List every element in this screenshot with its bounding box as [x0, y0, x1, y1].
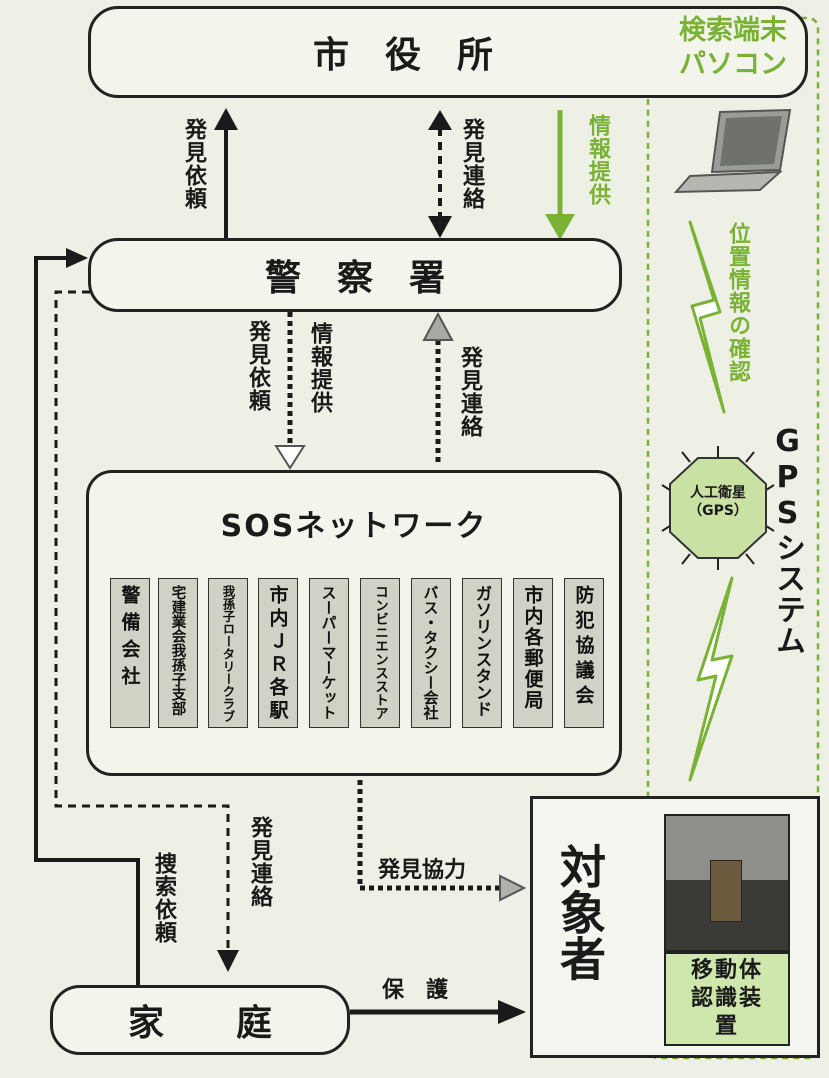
search-terminal-label: 検索端末 パソコン [679, 15, 787, 80]
target-label: 対象者 [553, 843, 607, 981]
gps-system-region [646, 16, 820, 1060]
city-hall-box: 市 役 所 [88, 6, 808, 98]
device-unit-icon [710, 860, 742, 922]
arrow-police-to-city-request [214, 108, 238, 238]
satellite-icon [661, 446, 775, 570]
label-sos-to-police-contact: 発見連絡 [457, 346, 482, 438]
arrow-home-protect [350, 1000, 526, 1024]
police-box: 警 察 署 [88, 238, 622, 312]
label-police-to-sos-info: 情報提供 [307, 322, 332, 414]
member-security-company: 警備会社 [110, 578, 150, 728]
member-gas-station: ガソリンスタンド [462, 578, 502, 728]
arrow-city-police-contact [428, 110, 452, 238]
member-real-estate-branch: 宅建業会我孫子支部 [158, 578, 198, 728]
device-photo [664, 814, 790, 952]
police-label: 警 察 署 [264, 258, 445, 299]
arrow-sos-cooperation [357, 780, 527, 902]
label-police-to-sos-request: 発見依頼 [245, 320, 270, 412]
label-home-search-request: 捜索依頼 [151, 852, 176, 944]
label-home-protect: 保 護 [382, 978, 449, 1003]
signal-bolt-upper-icon [688, 220, 726, 414]
label-police-to-city-request: 発見依頼 [181, 118, 206, 210]
arrow-police-to-sos [274, 312, 306, 470]
member-bus-taxi: バス・タクシー会社 [411, 578, 451, 728]
sos-network-title: SOSネットワーク [220, 509, 488, 544]
city-hall-label: 市 役 所 [312, 35, 493, 76]
device-label: 移動体認識装置 [690, 958, 763, 1039]
label-city-police-contact: 発見連絡 [459, 118, 484, 210]
gps-system-label: GPSシステム [770, 424, 805, 656]
home-box: 家 庭 [50, 985, 350, 1055]
label-location-check: 位置情報の確認 [725, 222, 750, 383]
member-crime-prevention: 防犯協議会 [564, 578, 604, 728]
label-sos-cooperation: 発見協力 [378, 858, 467, 883]
member-supermarket: スーパーマーケット [309, 578, 349, 728]
member-jr-stations: 市内ＪＲ各駅 [258, 578, 298, 728]
arrow-home-search-request [34, 248, 140, 985]
member-post-offices: 市内各郵便局 [513, 578, 553, 728]
label-info-provision-green: 情報提供 [585, 114, 610, 206]
arrow-info-provision-green [545, 110, 575, 240]
member-convenience-store: コンビニエンスストア [360, 578, 400, 728]
home-label: 家 庭 [127, 1003, 272, 1044]
satellite-label: 人工衛星 （GPS） [688, 485, 748, 519]
member-rotary-club: 我孫子ロータリークラブ [208, 578, 248, 728]
signal-bolt-lower-icon [688, 576, 734, 782]
arrow-police-to-home-contact [54, 290, 239, 972]
arrow-sos-to-police [422, 311, 454, 464]
label-police-to-home-contact: 発見連絡 [247, 816, 272, 908]
laptop-icon [673, 108, 792, 194]
device-label-box: 移動体認識装置 [664, 952, 790, 1046]
